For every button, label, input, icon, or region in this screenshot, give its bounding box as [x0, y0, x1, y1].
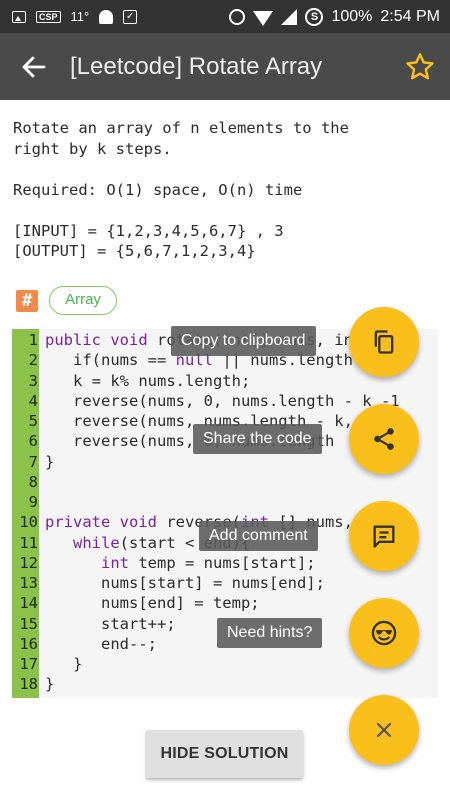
- battery-percent: 100%: [331, 7, 373, 25]
- line-number: 4: [28, 391, 38, 410]
- copy-fab-button[interactable]: [349, 307, 419, 377]
- star-outline-icon: [406, 53, 434, 80]
- csp-icon: CSP: [36, 10, 61, 23]
- tag-chip-array[interactable]: Array: [49, 286, 117, 315]
- app-bar: [Leetcode] Rotate Array: [0, 33, 450, 100]
- line-number: 18: [19, 675, 38, 694]
- line-number-gutter: [12, 329, 39, 698]
- line-code: reverse(nums, 0, nums.length - k -1: [45, 391, 400, 411]
- problem-description: Rotate an array of n elements to the rig…: [13, 119, 349, 260]
- code-token: [45, 554, 101, 572]
- code-token: while: [73, 533, 120, 552]
- status-left: CSP 11° ✓: [12, 0, 138, 33]
- code-line: 3 k = k% nums.length;: [12, 371, 438, 391]
- code-token: }: [45, 452, 55, 471]
- code-line: 12 int temp = nums[start];: [12, 553, 438, 573]
- code-line: 9: [12, 492, 438, 512]
- code-line: 7}: [12, 452, 438, 472]
- data-saver-icon: S: [305, 7, 324, 26]
- back-button[interactable]: [16, 49, 52, 85]
- code-line: 18}: [12, 674, 438, 694]
- line-number: 13: [19, 574, 38, 592]
- code-token: start++;: [45, 614, 176, 633]
- line-code: start++;: [45, 614, 176, 634]
- tooltip-share: Share the code: [193, 424, 322, 454]
- page-title: [Leetcode] Rotate Array: [70, 53, 323, 80]
- line-number: 1: [28, 331, 38, 349]
- code-token: reverse(nums, 0, nums.length - k -1: [45, 391, 400, 410]
- arrow-left-icon: [22, 56, 46, 78]
- hide-solution-button[interactable]: HIDE SOLUTION: [146, 730, 303, 778]
- line-number: 11: [19, 533, 38, 552]
- code-token: end--;: [45, 634, 157, 653]
- code-token: nums[end] = temp;: [45, 594, 260, 613]
- tooltip-hints: Need hints?: [217, 618, 323, 648]
- temperature-text: 11°: [70, 9, 90, 24]
- code-token: private void: [45, 513, 167, 532]
- line-code: end--;: [45, 634, 157, 654]
- line-code: nums[start] = nums[end];: [45, 573, 325, 593]
- code-token: k = k% nums.length;: [45, 371, 251, 390]
- code-token: }: [45, 675, 55, 694]
- signal-icon: [281, 8, 298, 25]
- code-token: if(nums ==: [45, 351, 176, 370]
- copy-icon: [374, 330, 394, 354]
- line-number: 8: [28, 472, 38, 491]
- share-fab-button[interactable]: [349, 404, 419, 474]
- code-line: 15 start++;: [12, 614, 438, 634]
- clock-time: 2:54 PM: [380, 7, 440, 25]
- status-bar: CSP 11° ✓ S 100% 2:54 PM: [0, 0, 450, 33]
- line-number: 9: [28, 493, 38, 511]
- check-icon: ✓: [123, 9, 138, 24]
- line-number: 10: [19, 513, 38, 532]
- tooltip-comment: Add comment: [199, 521, 318, 551]
- line-number: 2: [28, 351, 38, 370]
- code-line: 17 }: [12, 654, 438, 674]
- tooltip-copy: Copy to clipboard: [171, 326, 316, 356]
- close-fab-button[interactable]: [349, 695, 419, 765]
- smiley-sunglasses-icon: [371, 620, 397, 646]
- line-code: k = k% nums.length;: [45, 371, 250, 391]
- wifi-icon: [253, 10, 274, 26]
- code-line: 8: [12, 472, 438, 492]
- code-token: }: [45, 655, 83, 673]
- line-number: 12: [19, 553, 38, 572]
- line-number: 7: [28, 452, 38, 471]
- status-right: S 100% 2:54 PM: [229, 0, 440, 33]
- comment-fab-button[interactable]: [349, 501, 419, 571]
- line-number: 6: [28, 432, 38, 451]
- line-number: 5: [28, 412, 38, 430]
- line-number: 3: [28, 371, 38, 390]
- close-icon: [376, 722, 392, 738]
- line-number: 15: [19, 614, 38, 633]
- line-code: }: [45, 452, 54, 472]
- code-token: int: [101, 553, 129, 572]
- code-line: 16 end--;: [12, 634, 438, 654]
- code-token: [45, 534, 73, 552]
- line-code: int temp = nums[start];: [45, 553, 316, 573]
- favorite-button[interactable]: [404, 51, 436, 83]
- hashtag-icon: #: [16, 290, 38, 312]
- hints-fab-button[interactable]: [349, 598, 419, 668]
- line-number: 16: [19, 634, 38, 653]
- code-token: temp = nums[start];: [129, 553, 316, 572]
- line-number: 17: [19, 655, 38, 673]
- comment-icon: [373, 525, 395, 548]
- alarm-icon: [229, 8, 246, 25]
- code-token: nums[start] = nums[end];: [45, 574, 325, 592]
- line-code: }: [45, 654, 82, 674]
- android-icon: [99, 9, 114, 24]
- image-icon: [12, 10, 26, 23]
- code-line: 13 nums[start] = nums[end];: [12, 573, 438, 593]
- code-line: 14 nums[end] = temp;: [12, 593, 438, 613]
- code-token: public void: [45, 331, 157, 349]
- line-code: nums[end] = temp;: [45, 593, 260, 613]
- line-number: 14: [19, 594, 38, 613]
- share-icon: [374, 428, 394, 450]
- line-code: }: [45, 674, 54, 694]
